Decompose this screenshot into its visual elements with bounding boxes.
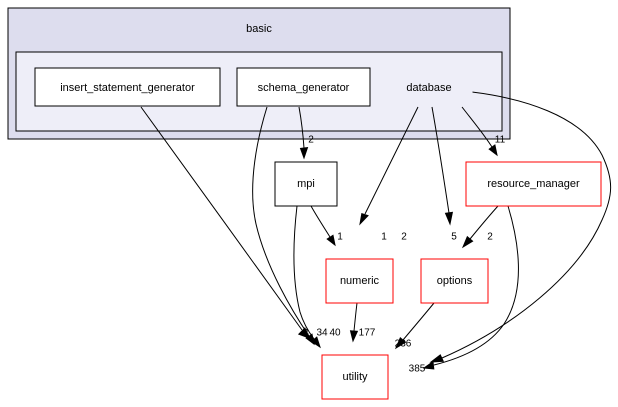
edge-database-to-numeric [359,106,419,226]
node-options[interactable]: options [420,258,489,304]
edge-label-numeric-to-utility: 177 [359,328,376,339]
edge-database-to-options [431,106,454,226]
node-label: resource_manager [487,178,580,190]
edge-numeric-to-utility [349,302,359,343]
edge-label-database-to-options-5: 5 [451,232,457,243]
edge-path [431,106,450,214]
nodes: insert_statement_generator schema_genera… [34,67,602,400]
arrow-head [488,144,498,157]
edge-label-database-to-resource-manager: 11 [495,135,506,146]
arrow-head [359,212,369,226]
node-box[interactable] [236,67,371,107]
node-box[interactable] [321,354,389,400]
node-box[interactable] [325,258,394,304]
node-mpi[interactable]: mpi [274,161,338,207]
edge-path [364,106,419,215]
node-box[interactable] [385,67,473,107]
edge-label-insert-to-utility: 4 [303,328,309,339]
node-resource-manager[interactable]: resource_manager [465,161,602,207]
edge-path [293,205,315,340]
edge-path [298,106,305,149]
node-numeric[interactable]: numeric [325,258,394,304]
arrow-head [429,354,445,363]
edge-labels: 2 11 1 1 2 5 2 4 34 40 177 236 385 [303,135,505,375]
edges [140,91,612,370]
edge-label-database-to-numeric: 1 [381,232,387,243]
edge-path [353,302,358,332]
arrow-head [326,234,336,247]
edge-label-mpi-to-utility: 40 [329,328,341,339]
edge-label-resource-manager-to-options: 2 [487,232,493,243]
edge-database-to-utility [429,91,612,363]
edge-path [461,106,493,148]
edge-path [469,205,499,240]
edge-mpi-to-utility [293,205,321,349]
arrow-head [461,235,474,249]
node-label: utility [342,371,368,383]
arrow-head [310,336,321,349]
node-label: mpi [297,178,315,190]
node-label: database [406,82,451,94]
node-schema-generator[interactable]: schema_generator [236,67,371,107]
edge-label-schema-to-mpi: 2 [308,135,314,146]
edge-label-schema-to-utility: 34 [316,328,328,339]
edge-resource-manager-to-options [461,205,499,249]
arrow-head [299,147,309,160]
edge-path [402,302,435,341]
node-label: schema_generator [258,82,350,94]
edge-insert-statement-generator-to-utility [140,106,310,339]
node-box[interactable] [420,258,489,304]
edge-label-options-to-utility: 236 [395,339,412,350]
edge-mpi-to-numeric [310,205,336,247]
node-insert-statement-generator[interactable]: insert_statement_generator [34,67,221,107]
edge-path [433,205,519,366]
edge-schema-generator-to-utility [252,106,315,346]
node-label: options [437,275,473,287]
edge-label-database-to-options-2: 2 [401,232,407,243]
arrow-head [444,211,454,226]
node-box[interactable] [34,67,221,107]
edge-options-to-utility [394,302,435,350]
cluster-label: basic [246,23,272,35]
edge-path [310,205,331,238]
arrow-head [349,330,359,343]
node-label: numeric [340,275,380,287]
edge-label-resource-manager-to-utility: 385 [409,364,426,375]
edge-resource-manager-to-utility [422,205,519,370]
node-label: insert_statement_generator [60,82,195,94]
node-box[interactable] [274,161,338,207]
edge-schema-generator-to-mpi [298,106,309,160]
node-database[interactable]: database [385,67,473,107]
edge-label-mpi-to-numeric: 1 [337,232,343,243]
arrow-head [394,336,407,350]
edge-path [441,91,612,359]
edge-database-to-resource-manager [461,106,498,157]
node-utility[interactable]: utility [321,354,389,400]
edge-path [252,106,310,337]
edge-path [140,106,303,331]
node-box[interactable] [465,161,602,207]
arrow-head [422,360,435,370]
